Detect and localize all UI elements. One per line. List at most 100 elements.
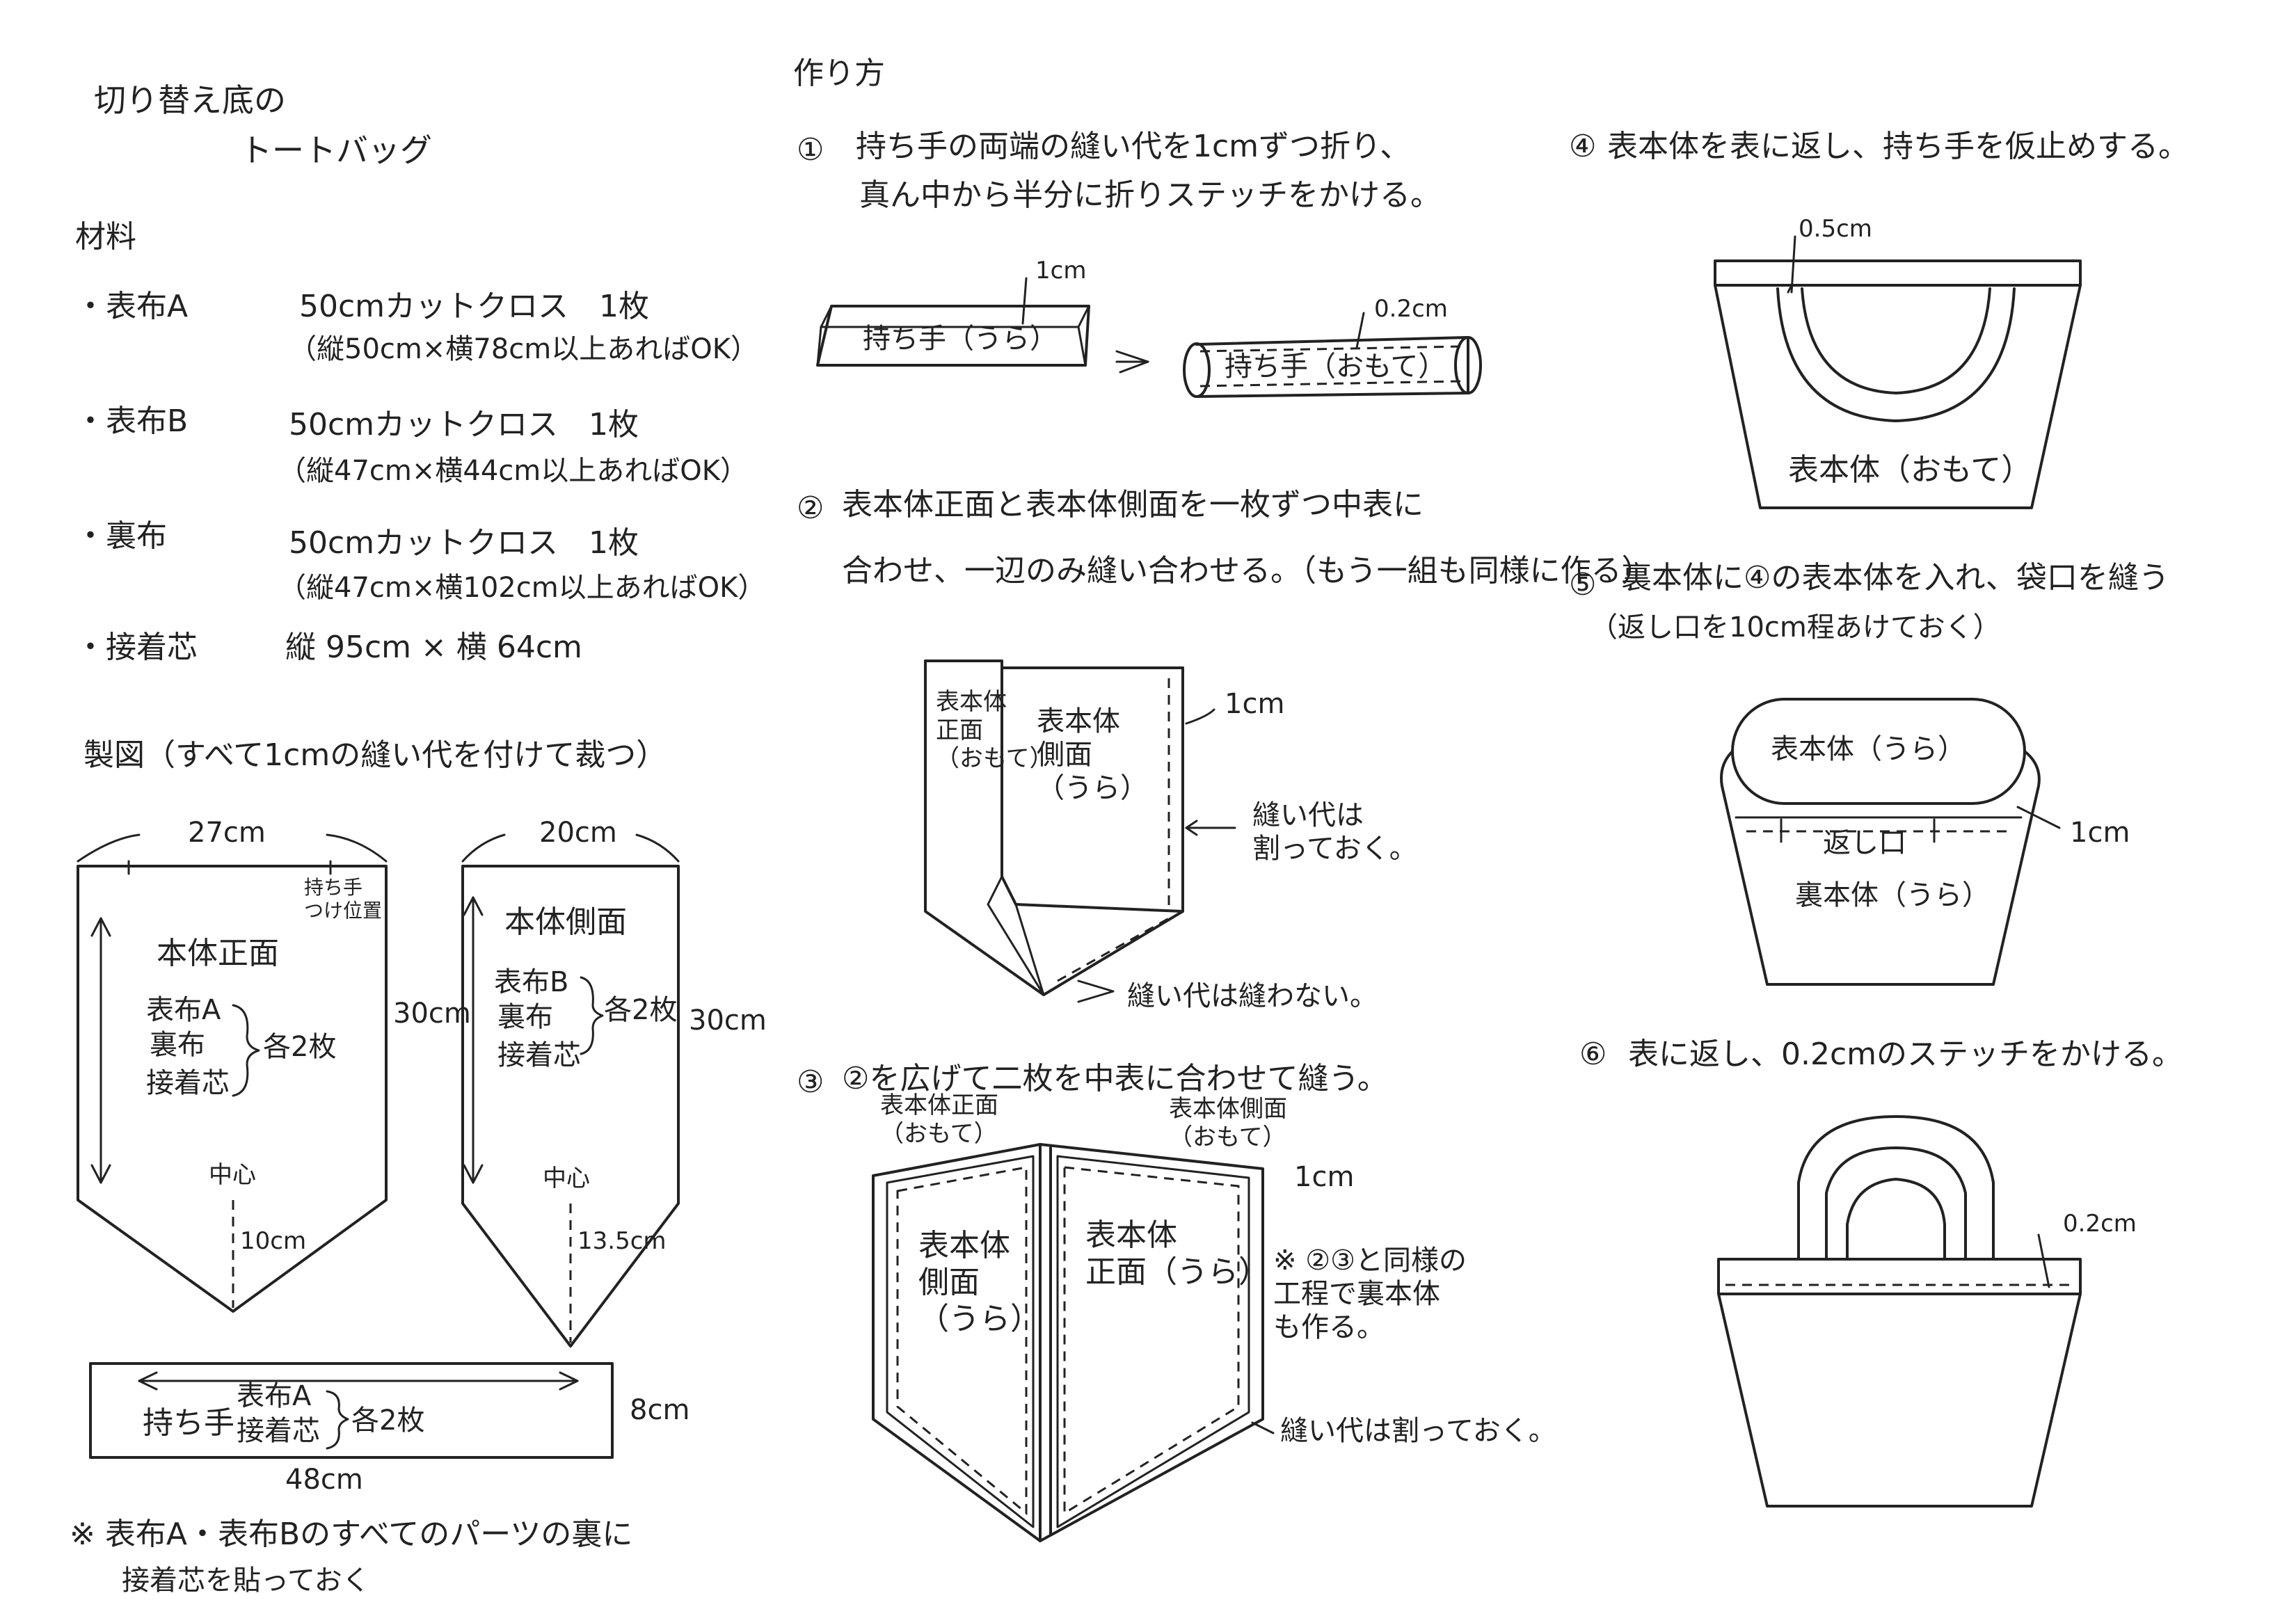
step-1-number: ①	[797, 132, 824, 168]
front-width-label: 27cm	[188, 817, 266, 849]
step-4-line1: 表本体を表に返し、持ち手を仮止めする。	[1607, 129, 2189, 164]
interfacing-note-line1: ※ 表布A・表布Bのすべてのパーツの裏に	[70, 1517, 632, 1552]
front-height-label: 30cm	[393, 998, 471, 1030]
side-center-label: 中心	[543, 1165, 590, 1192]
step-1-line2: 真ん中から半分に折りステッチをかける。	[859, 177, 1441, 213]
pattern-section: 製図（すべて1cmの縫い代を付けて裁つ） 27cm 持ち手つけ位置 本体正面 表…	[70, 737, 767, 1597]
material-note: （縦47cm×横44cm以上あればOK）	[278, 455, 748, 487]
side-point-label: 13.5cm	[577, 1227, 667, 1255]
material-spec: 50cmカットクロス 1枚	[289, 525, 639, 561]
open-seam-note: 縫い代は割っておく。	[1280, 1415, 1556, 1447]
no-sew-note: 縫い代は縫わない。	[1127, 980, 1378, 1012]
handle-position-label: 持ち手つけ位置	[304, 876, 382, 922]
front-fabric: 裏布	[150, 1029, 205, 1061]
title-line2: トートバッグ	[240, 131, 432, 169]
material-note: （縦50cm×横78cm以上あればOK）	[289, 333, 758, 365]
finished-tote-diagram: 0.2cm	[1717, 1115, 2137, 1508]
lining-note: ※ ②③と同様の工程で裏本体も作る。	[1273, 1245, 1467, 1343]
front-fabric: 接着芯	[146, 1067, 230, 1099]
open-seam-note: 縫い代は割っておく。	[1252, 799, 1417, 865]
material-name: ・表布B	[75, 403, 188, 439]
step-2-diagram: 表本体正面（おもて） 表本体側面（うら） 1cm 縫い代は割っておく。 縫い代は…	[924, 659, 1417, 1012]
seam-label: 1cm	[2070, 817, 2130, 849]
step-5-number: ⑤	[1569, 567, 1596, 602]
handle-right-side-label: 持ち手（おもて）	[1225, 351, 1446, 383]
material-name: ・接着芯	[75, 630, 198, 665]
side-fabric: 接着芯	[497, 1039, 581, 1071]
step-6-number: ⑥	[1579, 1037, 1607, 1072]
side-height-label: 30cm	[689, 1005, 767, 1037]
step-4-number: ④	[1569, 129, 1596, 164]
front-panel-piece: 27cm 持ち手つけ位置 本体正面 表布A 裏布 接着芯 各2枚 30cm 中心…	[77, 817, 471, 1313]
title-line1: 切り替え底の	[94, 81, 286, 119]
step-5-line1: 裏本体に④の表本体を入れ、袋口を縫う	[1621, 560, 2169, 595]
seam-label: 1cm	[1294, 1161, 1354, 1193]
step-4: ④ 表本体を表に返し、持ち手を仮止めする。 0.5cm 表本体（おもて）	[1569, 129, 2189, 509]
step-3-line1: ②を広げて二枚を中表に合わせて縫う。	[842, 1061, 1388, 1096]
step-3: ③ ②を広げて二枚を中表に合わせて縫う。 表本体正面（おもて） 表本体側面（おも…	[797, 1061, 1556, 1542]
step-1: ① 持ち手の両端の縫い代を1cmずつ折り、 真ん中から半分に折りステッチをかける…	[797, 129, 1482, 398]
handle-wrong-side-label: 持ち手（うら）	[863, 323, 1058, 355]
front-fabric: 表布A	[146, 994, 221, 1026]
material-spec: 縦 95cm × 横 64cm	[285, 630, 582, 665]
side-panel-label: 本体側面	[504, 904, 627, 940]
material-spec: 50cmカットクロス 1枚	[289, 407, 639, 442]
seam-allowance-label: 1cm	[1225, 688, 1284, 720]
step-2: ② 表本体正面と表本体側面を一枚ずつ中表に 合わせ、一辺のみ縫い合わせる。（もう…	[797, 487, 1652, 1012]
handle-length-label: 48cm	[285, 1464, 363, 1496]
step-6: ⑥ 表に返し、0.2cmのステッチをかける。 0.2cm	[1579, 1037, 2183, 1508]
material-spec: 50cmカットクロス 1枚	[299, 289, 649, 324]
side-width-label: 20cm	[539, 817, 617, 849]
front-inner-label: 表本体正面（うら）	[1085, 1217, 1269, 1290]
step-2-line1: 表本体正面と表本体側面を一枚ずつ中表に	[842, 487, 1424, 522]
return-opening-label: 返し口	[1823, 827, 1906, 859]
front-count: 各2枚	[263, 1031, 336, 1063]
handle-label: 持ち手	[143, 1405, 234, 1441]
handle-fabric: 表布A	[237, 1380, 312, 1412]
handle-position-label: 0.5cm	[1799, 215, 1872, 243]
handle-fabric: 接着芯	[237, 1415, 320, 1447]
material-note: （縦47cm×横102cm以上あればOK）	[278, 572, 765, 604]
materials-heading: 材料	[75, 219, 136, 255]
pattern-heading: 製図（すべて1cmの縫い代を付けて裁つ）	[83, 737, 667, 773]
side-fabric: 裏布	[497, 1001, 553, 1033]
step-3-number: ③	[797, 1064, 824, 1100]
front-point-label: 10cm	[240, 1227, 306, 1255]
front-center-label: 中心	[209, 1161, 256, 1189]
outer-wrong-side-label: 表本体（うら）	[1771, 733, 1966, 765]
step-5: ⑤ 裏本体に④の表本体を入れ、袋口を縫う （返し口を10cm程あけておく） 表本…	[1569, 560, 2169, 986]
step-3-diagram: 表本体正面（おもて） 表本体側面（おもて） 1cm 表本体側面（うら） 表本体正…	[872, 1092, 1556, 1542]
side-inner-label: 表本体側面（うら）	[918, 1228, 1041, 1337]
title-block: 切り替え底の トートバッグ	[94, 81, 432, 169]
front-outer-label: 表本体正面（おもて）	[880, 1092, 998, 1148]
side-panel-piece: 20cm 本体側面 表布B 裏布 接着芯 各2枚 30cm 中心 13.5cm	[461, 817, 767, 1348]
stitch-label: 0.2cm	[2063, 1210, 2137, 1238]
interfacing-note-line2: 接着芯を貼っておく	[122, 1565, 370, 1597]
steps-heading: 作り方	[793, 56, 885, 91]
step-2-number: ②	[797, 490, 824, 526]
side-count: 各2枚	[604, 994, 677, 1026]
folded-handle-diagram: 1cm 持ち手（うら）	[816, 257, 1090, 367]
step-2-line2: 合わせ、一辺のみ縫い合わせる。（もう一組も同様に作る）	[842, 553, 1652, 589]
material-name: ・裏布	[75, 518, 167, 554]
front-panel-label: 本体正面	[157, 936, 279, 971]
lining-wrong-side-label: 裏本体（うら）	[1795, 879, 1990, 911]
stitch-width-label: 0.2cm	[1374, 295, 1448, 323]
step-5-diagram: 表本体（うら） 返し口 裏本体（うら） 1cm	[1720, 698, 2130, 986]
step-1-line1: 持ち手の両端の縫い代を1cmずつ折り、	[856, 129, 1410, 164]
finished-handle-diagram: 0.2cm 持ち手（おもて）	[1183, 295, 1482, 398]
handle-piece: 持ち手 表布A 接着芯 各2枚 48cm 8cm	[89, 1362, 689, 1496]
front-label: 表本体正面（おもて）	[936, 688, 1053, 773]
handle-count: 各2枚	[351, 1405, 424, 1437]
handle-height-label: 8cm	[630, 1394, 689, 1426]
side-fabric: 表布B	[494, 966, 568, 998]
side-label: 表本体側面（うら）	[1037, 705, 1148, 804]
materials-section: 材料 ・表布A 50cmカットクロス 1枚 （縦50cm×横78cm以上あればO…	[75, 219, 765, 665]
step-6-line1: 表に返し、0.2cmのステッチをかける。	[1628, 1037, 2183, 1072]
outer-body-label: 表本体（おもて）	[1788, 452, 2032, 488]
side-outer-label: 表本体側面（おもて）	[1169, 1095, 1287, 1151]
fold-width-label: 1cm	[1035, 257, 1086, 285]
step-4-diagram: 0.5cm 表本体（おもて）	[1714, 215, 2082, 509]
step-5-line2: （返し口を10cm程あけておく）	[1590, 611, 2001, 643]
